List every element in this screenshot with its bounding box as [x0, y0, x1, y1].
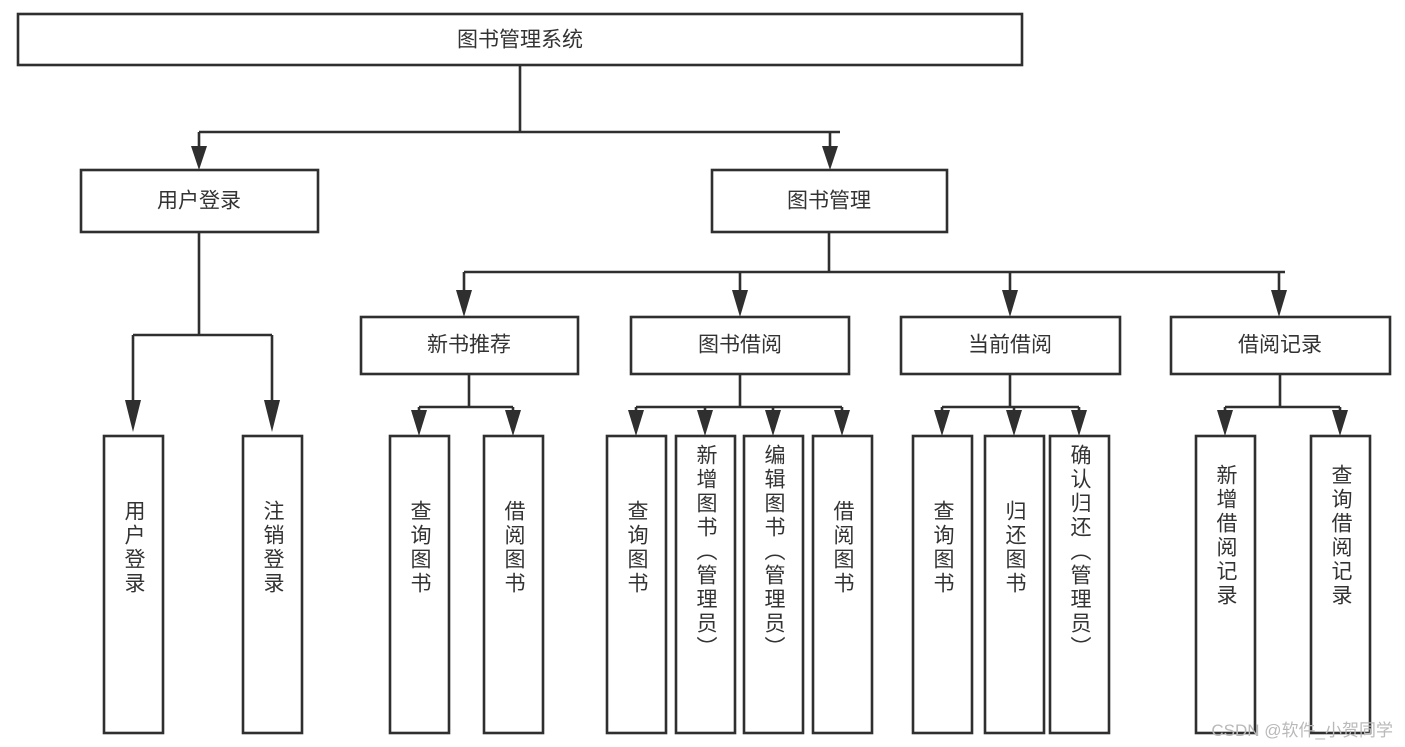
leaf-box-new-book-0[interactable]	[388, 434, 451, 735]
arrow-icon	[628, 410, 644, 436]
connector-user-login-to-leaves	[125, 232, 280, 432]
node-borrow-record-box[interactable]	[1169, 315, 1392, 376]
leaf-box-current-borrow-2[interactable]	[1048, 434, 1111, 735]
arrow-icon	[1271, 290, 1287, 317]
arrow-icon	[1071, 410, 1087, 436]
leaf-label: 查询图书	[625, 500, 648, 596]
node-book-management-label: 图书管理	[787, 190, 871, 213]
arrow-icon	[1332, 410, 1348, 436]
connector-root-to-level2	[191, 65, 840, 170]
arrow-icon	[125, 400, 141, 432]
arrow-icon	[834, 410, 850, 436]
node-new-book-recommend-label: 新书推荐	[427, 334, 511, 357]
leaf-label: 归还图书	[1003, 500, 1026, 596]
arrow-icon	[1002, 290, 1018, 317]
leaf-box-current-borrow-0[interactable]	[911, 434, 974, 735]
node-root-label: 图书管理系统	[457, 29, 583, 52]
arrow-icon	[1217, 410, 1233, 436]
node-user-login-label: 用户登录	[157, 190, 241, 213]
leaf-label: 确认归还（管理员）	[1068, 444, 1091, 660]
arrow-icon	[1006, 410, 1022, 436]
arrow-icon	[732, 290, 748, 317]
leaf-user-login-0[interactable]: 用户登录	[104, 436, 163, 733]
leaf-current-borrow-0[interactable]: 查询图书	[913, 436, 972, 733]
leaf-new-book-recommend-0[interactable]: 查询图书	[390, 436, 449, 733]
leaf-box-book-borrow-0[interactable]	[605, 434, 668, 735]
leaf-box-new-book-1[interactable]	[482, 434, 545, 735]
node-user-login[interactable]: 用户登录	[79, 168, 320, 234]
connector-book-borrow-to-leaves	[628, 374, 850, 436]
arrow-icon	[822, 146, 838, 170]
arrow-icon	[264, 400, 280, 432]
arrow-icon	[934, 410, 950, 436]
leaf-box-book-borrow-1[interactable]	[674, 434, 737, 735]
leaf-book-borrow-0[interactable]: 查询图书	[607, 436, 666, 733]
arrow-icon	[765, 410, 781, 436]
leaf-borrow-record-0[interactable]: 新增借阅记录	[1196, 436, 1255, 733]
leaf-book-borrow-3[interactable]: 借阅图书	[813, 436, 872, 733]
node-book-management[interactable]: 图书管理	[710, 168, 949, 234]
leaf-label: 用户登录	[122, 500, 145, 596]
node-borrow-record[interactable]: 借阅记录	[1169, 315, 1392, 376]
connector-book-management-to-level3	[456, 232, 1287, 317]
connector-current-borrow-to-leaves	[934, 374, 1087, 436]
leaf-box-borrow-record-1[interactable]	[1309, 434, 1372, 735]
leaf-current-borrow-1[interactable]: 归还图书	[985, 436, 1044, 733]
leaf-box-current-borrow-1[interactable]	[983, 434, 1046, 735]
leaf-label: 编辑图书（管理员）	[762, 444, 785, 660]
leaf-box-book-borrow-2[interactable]	[742, 434, 805, 735]
leaf-label: 新增借阅记录	[1214, 464, 1237, 608]
connector-borrow-record-to-leaves	[1217, 374, 1348, 436]
leaf-label: 借阅图书	[502, 500, 525, 596]
leaf-box-user-login-0[interactable]	[102, 434, 165, 735]
arrow-icon	[456, 290, 472, 317]
leaf-label: 查询借阅记录	[1329, 464, 1352, 608]
arrow-icon	[505, 410, 521, 436]
leaf-box-user-login-1[interactable]	[241, 434, 304, 735]
node-book-borrow-label: 图书借阅	[698, 334, 782, 357]
node-current-borrow-label: 当前借阅	[968, 334, 1052, 357]
leaf-new-book-recommend-1[interactable]: 借阅图书	[484, 436, 543, 733]
node-borrow-record-label: 借阅记录	[1238, 334, 1322, 357]
node-root[interactable]: 图书管理系统	[16, 12, 1024, 67]
leaf-label: 查询图书	[931, 500, 954, 596]
leaf-label: 新增图书（管理员）	[694, 444, 717, 660]
leaf-label: 查询图书	[408, 500, 431, 596]
leaf-book-borrow-2[interactable]: 编辑图书（管理员）	[744, 436, 803, 733]
leaf-boxes	[102, 434, 1372, 735]
leaf-label: 注销登录	[261, 500, 284, 596]
arrow-icon	[411, 410, 427, 436]
leaf-box-book-borrow-3[interactable]	[811, 434, 874, 735]
node-book-borrow-box[interactable]	[629, 315, 851, 376]
leaf-box-borrow-record-0[interactable]	[1194, 434, 1257, 735]
node-new-book-recommend-box[interactable]	[359, 315, 580, 376]
arrow-icon	[697, 410, 713, 436]
connector-new-book-recommend-to-leaves	[411, 374, 521, 436]
leaf-current-borrow-2[interactable]: 确认归还（管理员）	[1050, 436, 1109, 733]
leaf-borrow-record-1[interactable]: 查询借阅记录	[1311, 436, 1370, 733]
leaf-user-login-1[interactable]: 注销登录	[243, 436, 302, 733]
leaf-label: 借阅图书	[831, 500, 854, 596]
node-book-borrow[interactable]: 图书借阅	[629, 315, 851, 376]
node-user-login-box[interactable]	[79, 168, 320, 234]
node-book-management-box[interactable]	[710, 168, 949, 234]
node-current-borrow[interactable]: 当前借阅	[899, 315, 1122, 376]
node-root-box[interactable]	[16, 12, 1024, 67]
leaf-book-borrow-1[interactable]: 新增图书（管理员）	[676, 436, 735, 733]
arrow-icon	[191, 146, 207, 170]
node-new-book-recommend[interactable]: 新书推荐	[359, 315, 580, 376]
